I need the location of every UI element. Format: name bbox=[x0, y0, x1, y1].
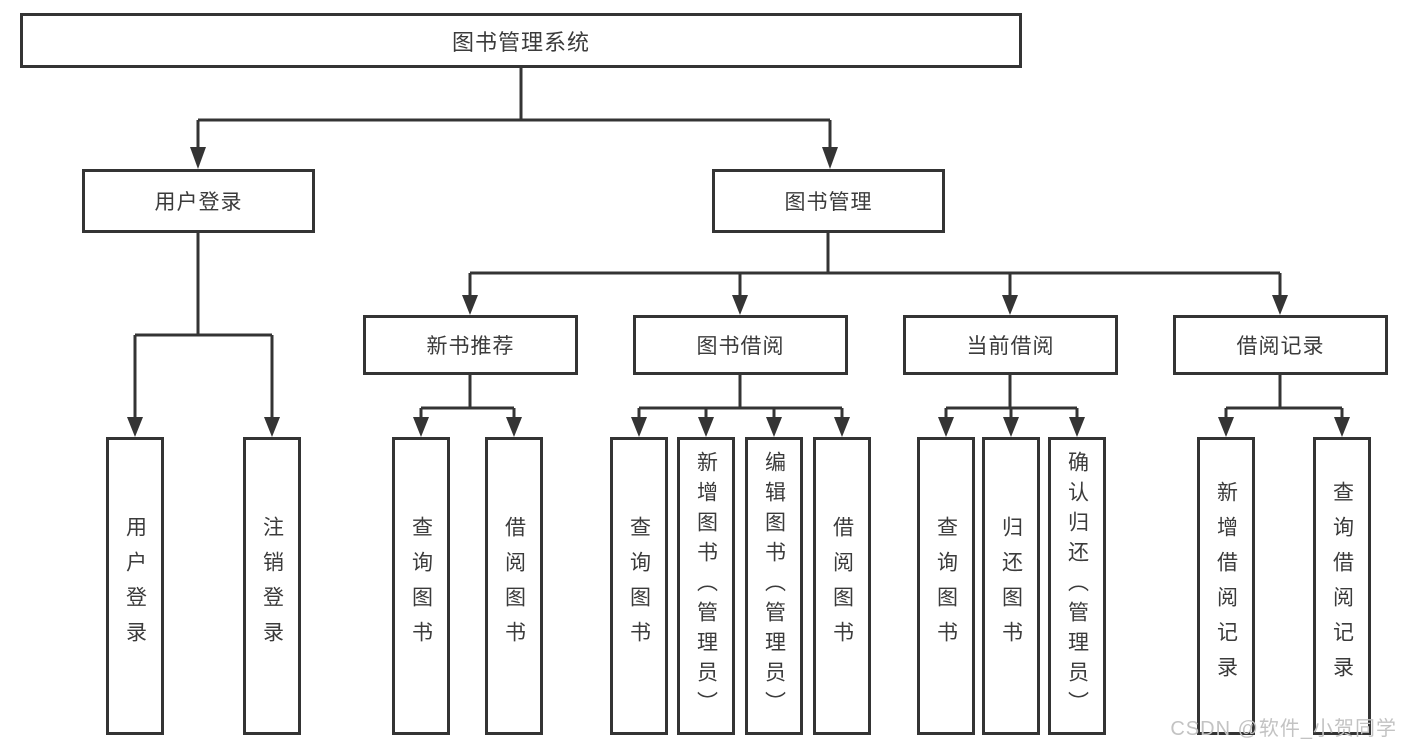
csdn-watermark: CSDN @软件_小贺同学 bbox=[1170, 718, 1397, 740]
arrow-down-icon bbox=[732, 295, 748, 315]
node-label: 当前借阅 bbox=[966, 335, 1055, 358]
leaf-edit-books-admin: 编辑图书（管理员） bbox=[745, 437, 803, 735]
leaf-user-login: 用户登录 bbox=[106, 437, 164, 735]
node-label: 新书推荐 bbox=[426, 335, 515, 358]
node-new-book-recommend: 新书推荐 bbox=[363, 315, 578, 375]
node-label: 借阅图书 bbox=[830, 516, 854, 656]
node-borrow-records: 借阅记录 bbox=[1173, 315, 1388, 375]
node-user-login: 用户登录 bbox=[82, 169, 315, 233]
connector-current-to-leaves bbox=[944, 375, 1079, 420]
node-label: 图书管理系统 bbox=[451, 29, 590, 55]
node-label: 查询借阅记录 bbox=[1330, 481, 1354, 691]
arrow-down-icon bbox=[127, 417, 143, 437]
arrow-down-icon bbox=[413, 417, 429, 437]
arrow-down-icon bbox=[1003, 417, 1019, 437]
node-label: 新增图书（管理员） bbox=[694, 451, 718, 721]
arrow-down-icon bbox=[264, 417, 280, 437]
node-label: 图书借阅 bbox=[696, 335, 785, 358]
arrow-down-icon bbox=[1272, 295, 1288, 315]
node-label: 新增借阅记录 bbox=[1214, 481, 1238, 691]
node-label: 用户登录 bbox=[123, 516, 147, 656]
leaf-borrow-books: 借阅图书 bbox=[485, 437, 543, 735]
node-library-system: 图书管理系统 bbox=[20, 13, 1022, 68]
arrow-down-icon bbox=[1218, 417, 1234, 437]
arrow-down-icon bbox=[190, 147, 206, 169]
connector-userlogin-to-leaves bbox=[133, 233, 274, 420]
node-label: 图书管理 bbox=[784, 191, 873, 214]
node-label: 借阅图书 bbox=[502, 516, 526, 656]
arrow-down-icon bbox=[1334, 417, 1350, 437]
node-label: 借阅记录 bbox=[1236, 335, 1325, 358]
node-label: 查询图书 bbox=[627, 516, 651, 656]
leaf-add-borrow-record: 新增借阅记录 bbox=[1197, 437, 1255, 735]
connector-bookmgmt-to-level3 bbox=[468, 233, 1282, 298]
node-book-management: 图书管理 bbox=[712, 169, 945, 233]
leaf-query-books: 查询图书 bbox=[392, 437, 450, 735]
arrow-down-icon bbox=[631, 417, 647, 437]
node-label: 归还图书 bbox=[999, 516, 1023, 656]
leaf-logout: 注销登录 bbox=[243, 437, 301, 735]
node-book-borrow: 图书借阅 bbox=[633, 315, 848, 375]
leaf-query-books: 查询图书 bbox=[917, 437, 975, 735]
arrow-down-icon bbox=[938, 417, 954, 437]
arrow-down-icon bbox=[462, 295, 478, 315]
arrow-down-icon bbox=[834, 417, 850, 437]
node-label: 用户登录 bbox=[154, 191, 243, 214]
arrow-down-icon bbox=[822, 147, 838, 169]
leaf-query-borrow-record: 查询借阅记录 bbox=[1313, 437, 1371, 735]
node-label: 查询图书 bbox=[934, 516, 958, 656]
arrow-down-icon bbox=[1002, 295, 1018, 315]
node-label: 查询图书 bbox=[409, 516, 433, 656]
leaf-add-books-admin: 新增图书（管理员） bbox=[677, 437, 735, 735]
leaf-borrow-books: 借阅图书 bbox=[813, 437, 871, 735]
connector-root-to-level2 bbox=[196, 68, 832, 150]
connector-newbook-to-leaves bbox=[419, 375, 516, 420]
node-current-borrow: 当前借阅 bbox=[903, 315, 1118, 375]
arrow-down-icon bbox=[506, 417, 522, 437]
connector-records-to-leaves bbox=[1224, 375, 1344, 420]
leaf-confirm-return-admin: 确认归还（管理员） bbox=[1048, 437, 1106, 735]
arrow-down-icon bbox=[766, 417, 782, 437]
leaf-query-books: 查询图书 bbox=[610, 437, 668, 735]
node-label: 确认归还（管理员） bbox=[1065, 451, 1089, 721]
arrow-down-icon bbox=[698, 417, 714, 437]
arrowheads bbox=[127, 147, 1350, 437]
arrow-down-icon bbox=[1069, 417, 1085, 437]
connector-borrow-to-leaves bbox=[637, 375, 844, 420]
node-label: 注销登录 bbox=[260, 516, 284, 656]
node-label: 编辑图书（管理员） bbox=[762, 451, 786, 721]
leaf-return-books: 归还图书 bbox=[982, 437, 1040, 735]
